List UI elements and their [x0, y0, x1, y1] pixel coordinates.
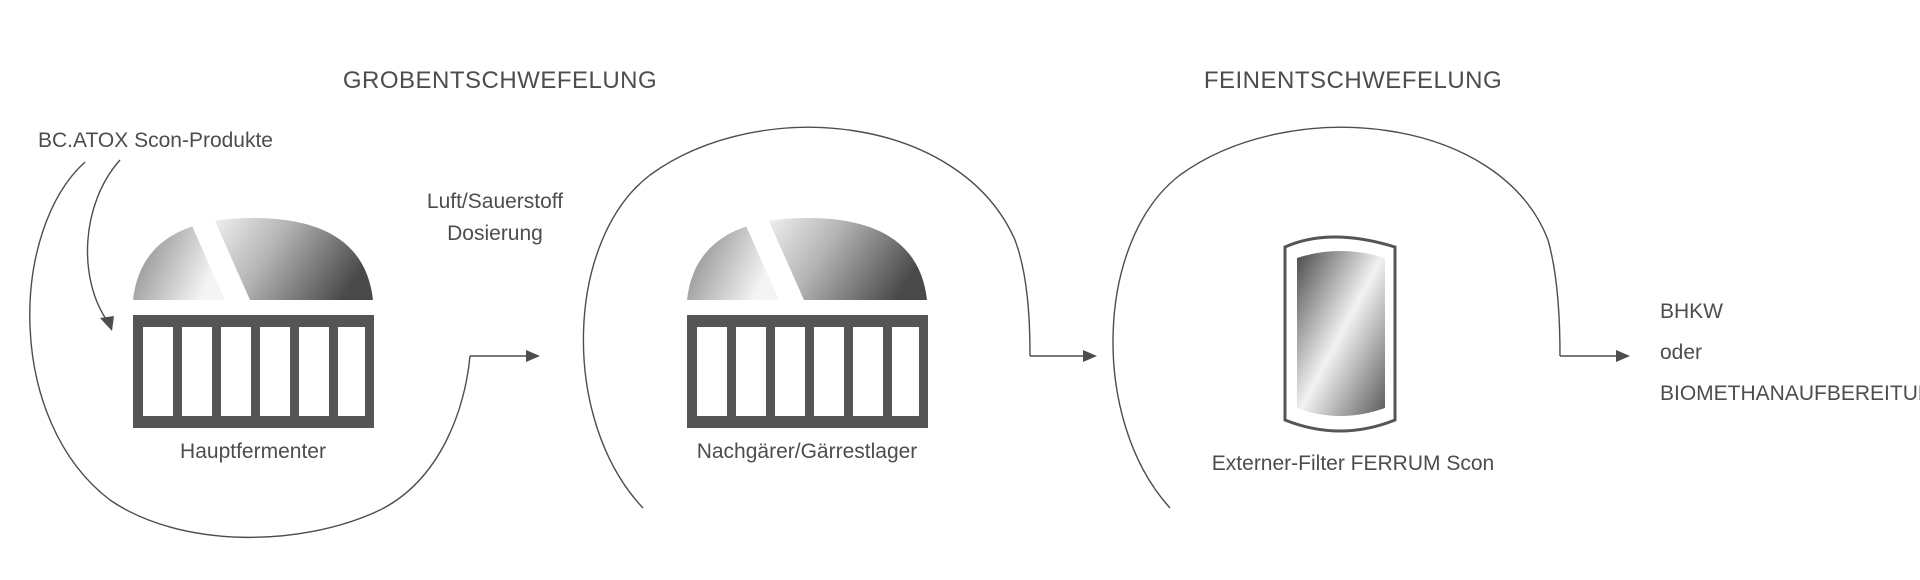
input-feed-curve-outer: [29, 161, 471, 538]
main-fermenter-label: Hauptfermenter: [180, 440, 326, 463]
coarse-desulfurization-title: GROBENTSCHWEFELUNG: [343, 67, 657, 94]
input-product-label: BC.ATOX Scon-Produkte: [38, 129, 273, 152]
dosing-label-line2: Dosierung: [447, 222, 543, 245]
output-chp-label: BHKW: [1660, 300, 1723, 323]
post-fermenter-tank: [687, 218, 928, 428]
flow-arrowhead-1: [526, 350, 540, 362]
output-upgrading-label: BIOMETHANAUFBEREITUNG: [1660, 382, 1920, 405]
flow-arrowhead-3: [1616, 350, 1630, 362]
main-fermenter-dome: [133, 218, 373, 300]
output-or-label: oder: [1660, 341, 1702, 364]
flow-arrowhead-2: [1083, 350, 1097, 362]
post-fermenter-label: Nachgärer/Gärrestlager: [697, 440, 918, 463]
coarse-stage-arc: [582, 126, 1031, 509]
post-fermenter-dome: [687, 218, 927, 300]
fine-stage-arc: [1112, 126, 1561, 509]
main-fermenter-tank: [133, 218, 374, 428]
dosing-label-line1: Luft/Sauerstoff: [427, 190, 563, 213]
input-feed-arrowhead: [100, 316, 114, 331]
fine-desulfurization-title: FEINENTSCHWEFELUNG: [1204, 67, 1502, 94]
external-filter-label: Externer-Filter FERRUM Scon: [1212, 452, 1494, 475]
external-filter-vessel: [1283, 235, 1397, 433]
input-feed-curve-inner: [86, 159, 121, 323]
